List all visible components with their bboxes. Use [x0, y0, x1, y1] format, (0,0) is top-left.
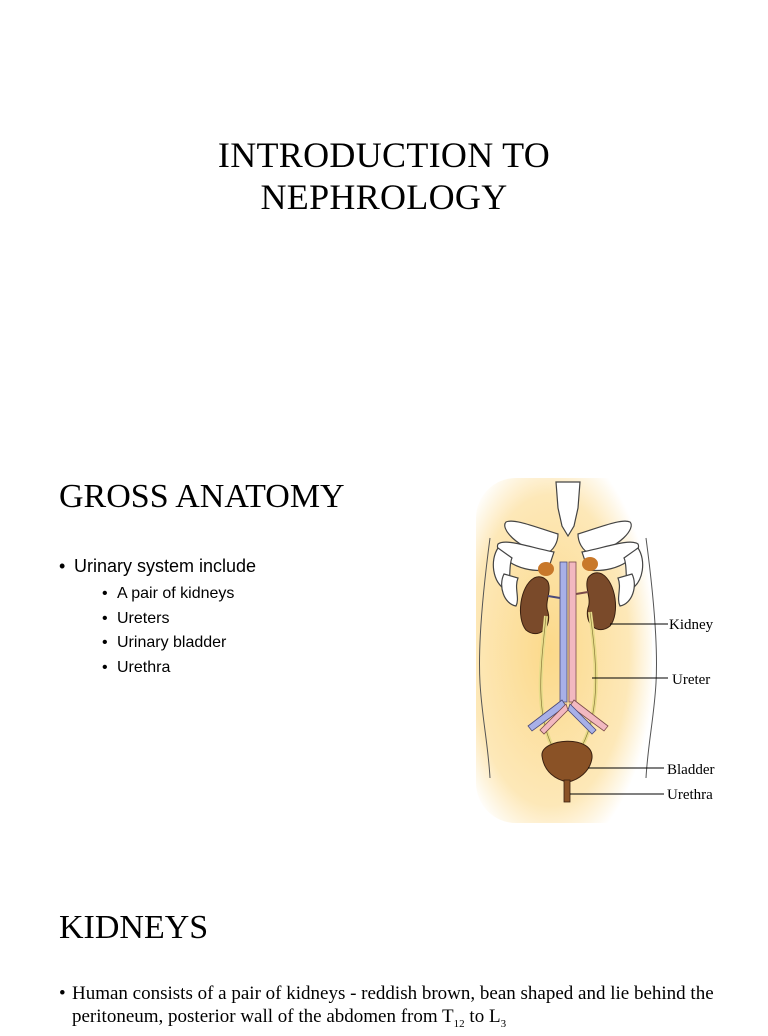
kidneys-slide: KIDNEYS Human consists of a pair of kidn… — [0, 862, 768, 1030]
urinary-system-diagram: Kidney Ureter Bladder Urethra — [476, 478, 714, 823]
bullet-urinary-system: Urinary system include A pair of kidneys… — [59, 554, 256, 680]
label-leaders — [570, 623, 668, 795]
title-line-1: INTRODUCTION TO — [217, 135, 551, 175]
sternum — [555, 481, 581, 538]
great-vessels — [527, 561, 609, 735]
kidneys-heading: KIDNEYS — [59, 909, 209, 946]
label-ureter: Ureter — [672, 672, 710, 688]
kidney-right — [586, 572, 617, 631]
bullet-text: Urinary system include — [74, 556, 257, 576]
gross-anatomy-slide: GROSS ANATOMY Urinary system include A p… — [0, 432, 768, 862]
title-line-2: NEPHROLOGY — [260, 177, 508, 217]
sub-bullet-list: A pair of kidneys Ureters Urinary bladde… — [74, 582, 256, 680]
adrenal-gland-right — [582, 557, 598, 571]
presentation-title: INTRODUCTION TO NEPHROLOGY — [0, 134, 768, 218]
kidneys-description: Human consists of a pair of kidneys - re… — [59, 982, 719, 1036]
sub-bullet-kidneys: A pair of kidneys — [74, 582, 256, 607]
gross-anatomy-heading: GROSS ANATOMY — [59, 478, 345, 515]
label-bladder: Bladder — [667, 762, 714, 778]
torso-outline-left — [478, 537, 491, 779]
title-slide: INTRODUCTION TO NEPHROLOGY — [0, 0, 768, 432]
label-urethra: Urethra — [667, 787, 713, 803]
kidneys-text-1: Human consists of a pair of kidneys - re… — [72, 983, 714, 1027]
urethra — [563, 779, 571, 803]
sub-bullet-urethra: Urethra — [74, 656, 256, 681]
torso-outline-right — [645, 537, 658, 779]
sub-bullet-bladder: Urinary bladder — [74, 631, 256, 656]
label-kidney: Kidney — [669, 617, 714, 633]
bladder — [541, 740, 593, 783]
kidneys-text-2: to L — [464, 1006, 501, 1027]
urinary-system-bullets: Urinary system include A pair of kidneys… — [59, 554, 256, 680]
kidney-left — [519, 576, 550, 635]
adrenal-gland-left — [538, 562, 554, 576]
kidneys-bullet: Human consists of a pair of kidneys - re… — [59, 982, 719, 1036]
sub-bullet-ureters: Ureters — [74, 607, 256, 632]
